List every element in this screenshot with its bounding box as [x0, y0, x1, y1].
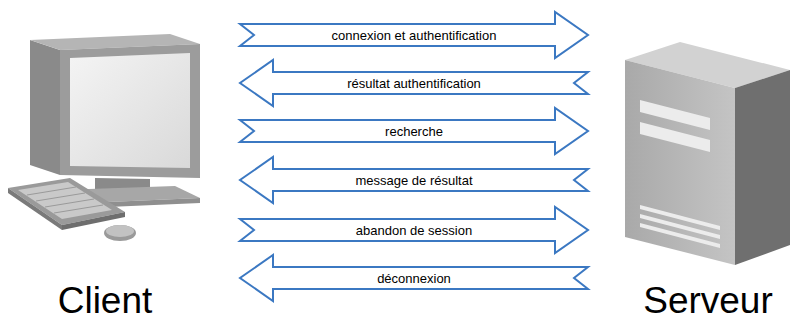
machine-node: Client [0, 20, 240, 324]
message-label: résultat authentification [345, 77, 483, 90]
message-arrow [240, 207, 588, 253]
server-icon [625, 42, 790, 265]
message-arrow [240, 12, 588, 58]
message-arrow [240, 60, 588, 106]
computer-icon [8, 34, 200, 241]
message-arrow [240, 157, 588, 203]
machine-name: Serveur [618, 282, 798, 319]
message-label: recherche [383, 125, 445, 138]
message-label: message de résultat [353, 174, 474, 187]
message-label: abandon de session [354, 224, 474, 237]
message-arrow [240, 255, 588, 301]
machine-node: Serveur [588, 20, 803, 324]
message-arrow [240, 108, 588, 154]
machine-name: Client [10, 282, 200, 319]
message-label: connexion et authentification [330, 29, 499, 42]
message-label: déconnexion [375, 272, 453, 285]
